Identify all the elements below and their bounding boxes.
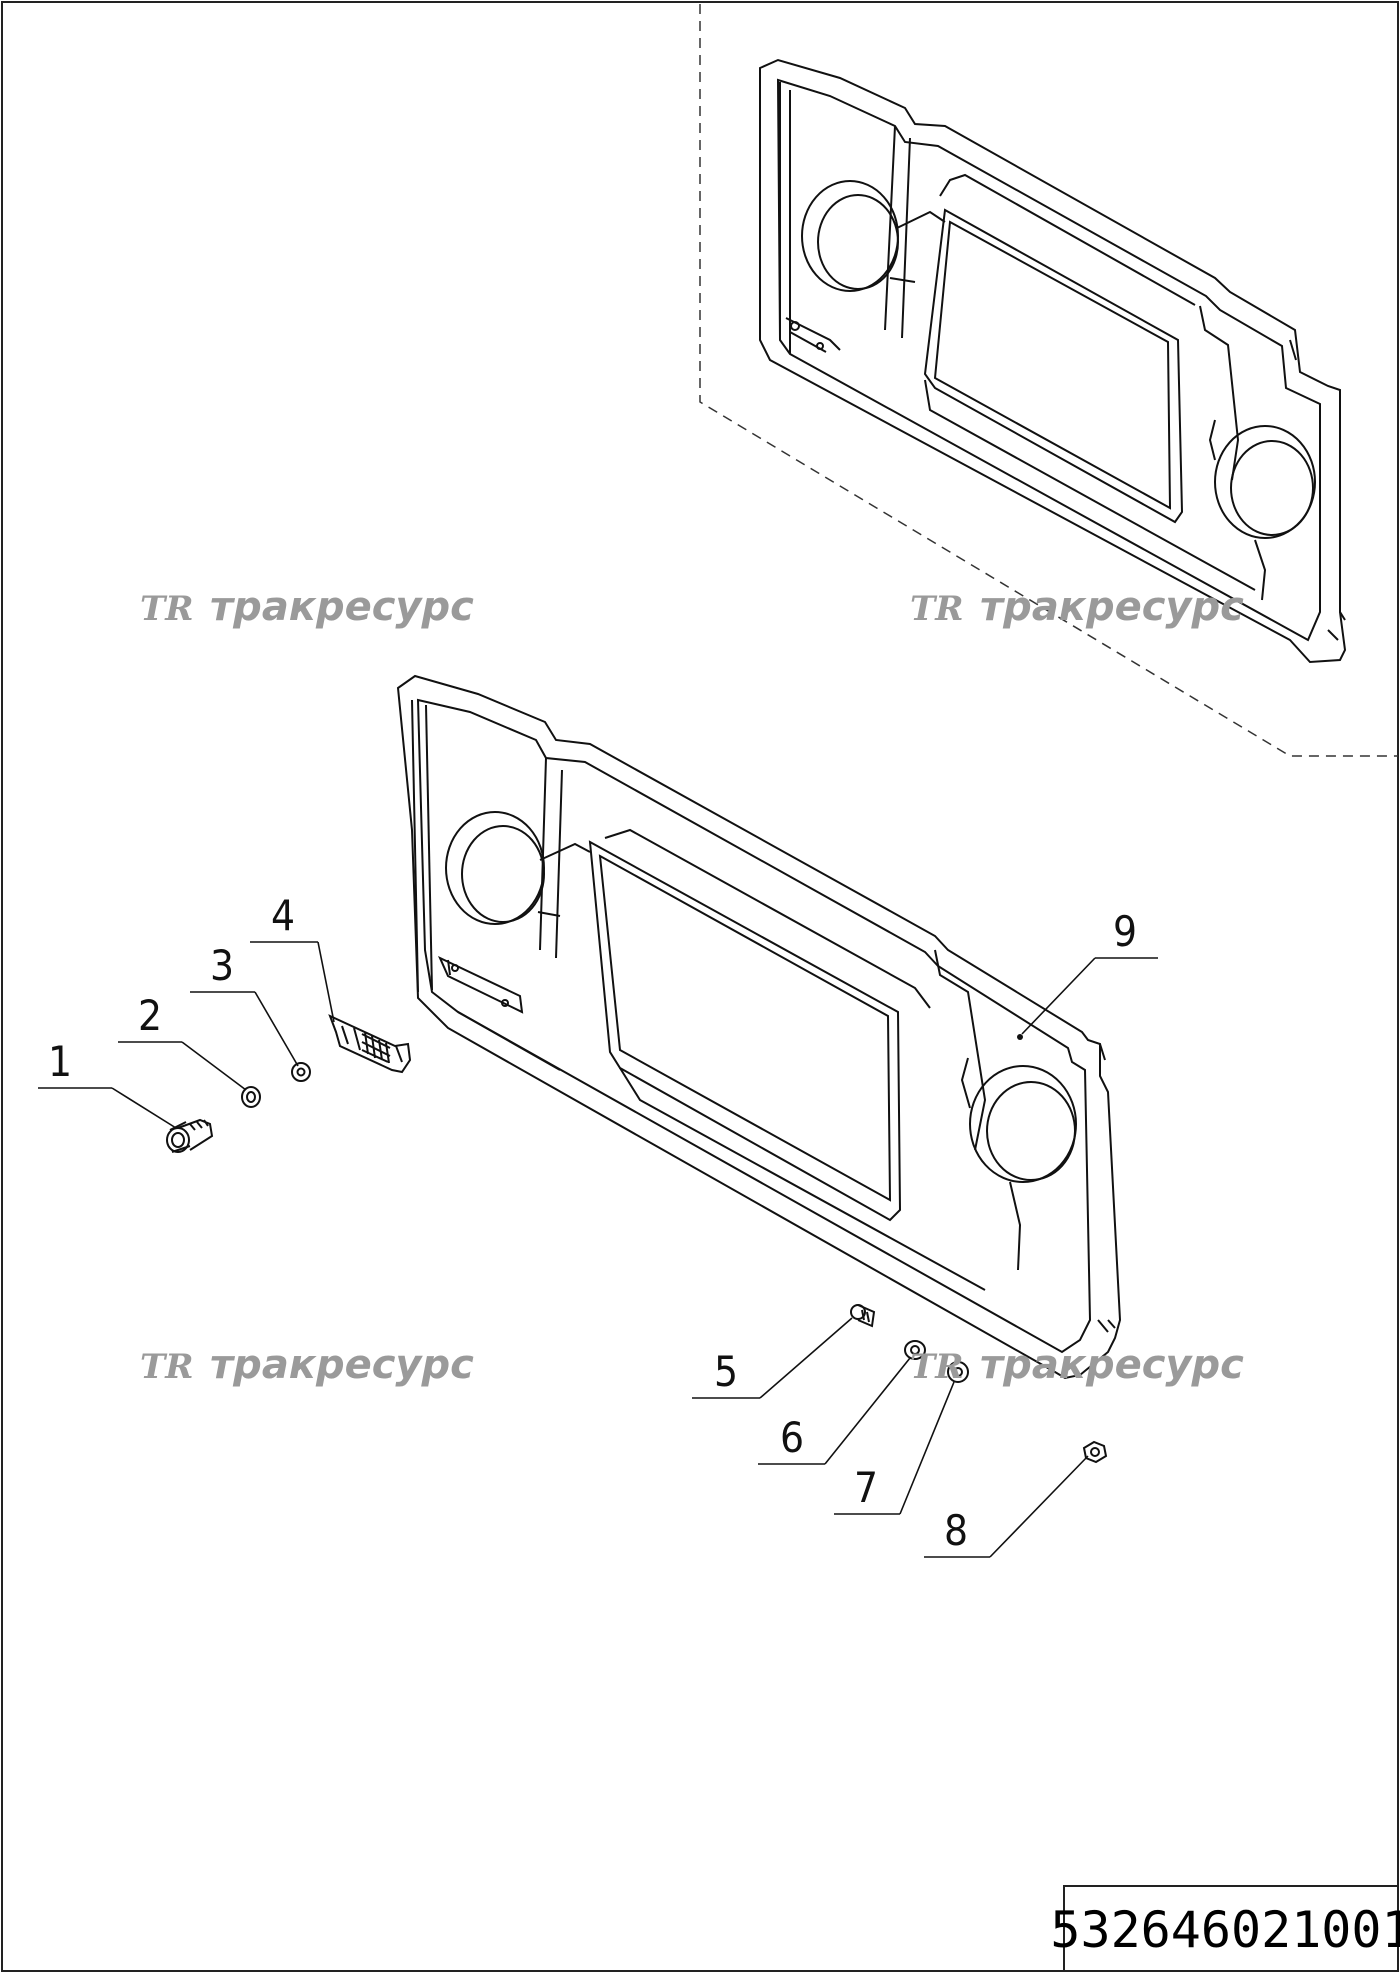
- callout-9: 9: [1113, 907, 1137, 956]
- watermark-logo: TR: [910, 1347, 964, 1387]
- washer-part-6: [904, 1340, 926, 1360]
- watermark-logo: TR: [140, 589, 194, 629]
- leader-lines: [38, 941, 1158, 1558]
- callout-1: 1: [48, 1037, 72, 1086]
- panel-part-9: [396, 674, 1122, 1380]
- watermark-text: тракресурс: [210, 584, 474, 630]
- lock-washer-part-2: [241, 1086, 261, 1108]
- part-9-reference-point: [1017, 1034, 1023, 1040]
- callout-8: 8: [944, 1506, 968, 1555]
- callout-7: 7: [854, 1463, 878, 1512]
- callout-6: 6: [780, 1413, 804, 1462]
- watermark-logo: TR: [910, 589, 964, 629]
- watermark-logo: TR: [140, 1347, 194, 1387]
- document-number-box: [1063, 1885, 1399, 1972]
- watermark-bottom-left: TR тракресурс: [140, 1342, 474, 1388]
- document-number: 532646021001: [1050, 1901, 1400, 1959]
- watermark-bottom-right: TR тракресурс: [910, 1342, 1244, 1388]
- watermark-text: тракресурс: [980, 584, 1244, 630]
- watermark-top-left: TR тракресурс: [140, 584, 474, 630]
- bolt-part-1: [166, 1118, 214, 1153]
- watermark-top-right: TR тракресурс: [910, 584, 1244, 630]
- lock-washer-part-7: [947, 1361, 969, 1383]
- watermark-text: тракресурс: [210, 1342, 474, 1388]
- screw-part-5: [850, 1304, 876, 1328]
- callout-2: 2: [138, 991, 162, 1040]
- nut-part-8: [1082, 1440, 1108, 1464]
- detail-view-boundary: [699, 4, 1398, 757]
- watermark-text: тракресурс: [980, 1342, 1244, 1388]
- callout-5: 5: [714, 1347, 738, 1396]
- detail-panel-view: [759, 58, 1347, 664]
- callout-4: 4: [271, 891, 295, 940]
- callout-3: 3: [210, 941, 234, 990]
- hinge-part-4: [328, 1014, 412, 1074]
- washer-part-3: [291, 1062, 311, 1082]
